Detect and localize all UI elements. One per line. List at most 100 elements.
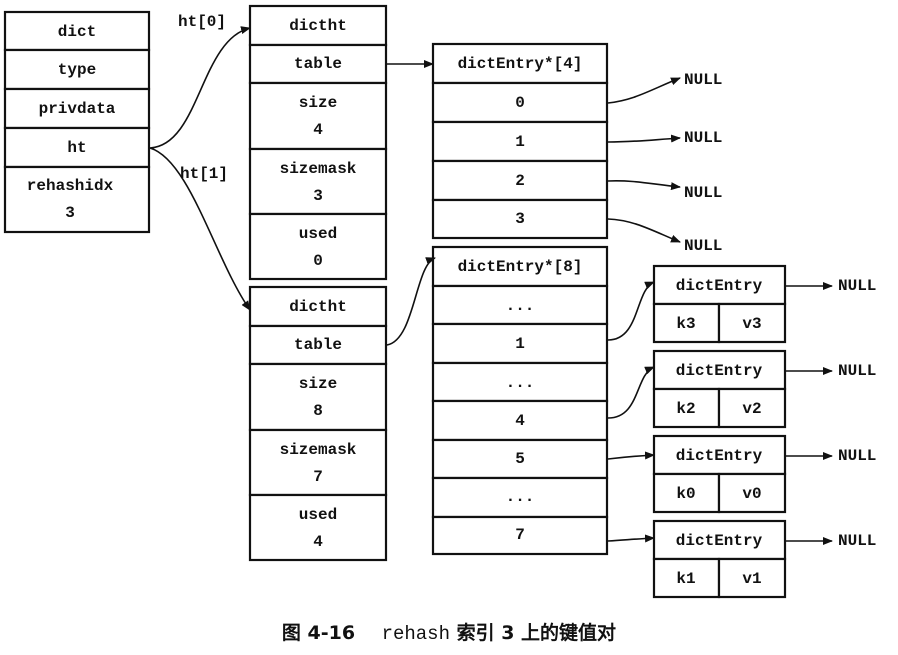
table1-slot-label: 5 [515, 450, 525, 468]
entry-title: dictEntry [676, 277, 763, 295]
table0-slot [431, 81, 609, 124]
table1-slot [431, 476, 609, 519]
slot5-entry-arrow [607, 451, 655, 460]
table1-array: dictEntry*[8] ... 1 ... 4 5 ... 7 [431, 245, 609, 556]
slot2-null-arrow [607, 180, 681, 191]
entry-title-cell [652, 264, 787, 306]
table0-slot [431, 159, 609, 202]
dict-entry-k2: dictEntry k2 v2 NULL [652, 349, 876, 429]
table1-slot [431, 322, 609, 365]
entry-key: k1 [676, 570, 695, 588]
entry-value: v0 [742, 485, 761, 503]
ht1-used-label: used [299, 506, 337, 524]
ht1-sizemask-value: 7 [313, 468, 323, 486]
table0-array: dictEntry*[4] 0 1 2 3 [431, 42, 609, 240]
ht0-sizemask-value: 3 [313, 187, 323, 205]
dict-rehashidx-label: rehashidx [27, 177, 114, 195]
entry-value-cell [717, 387, 787, 429]
ht1-used-cell [248, 493, 388, 562]
dict-rehashidx-value: 3 [65, 204, 75, 222]
table1-slot-label: 7 [515, 526, 525, 544]
table1-slot-label: ... [506, 297, 535, 315]
ht1-title: dictht [289, 298, 347, 316]
ht1-title-cell [248, 285, 388, 328]
pointer-arrows [149, 26, 833, 545]
entry-value: v1 [742, 570, 761, 588]
table1-slot [431, 438, 609, 480]
table1-slot [431, 284, 609, 326]
entry-key: k0 [676, 485, 695, 503]
ht1-used-value: 4 [313, 533, 323, 551]
table1-slot-label: 4 [515, 412, 525, 430]
ht0-dictht: dictht table size 4 sizemask 3 used 0 [248, 4, 388, 281]
slot4-entry-arrow [607, 366, 655, 419]
ht0-pointer-label: ht[0] [178, 13, 226, 31]
null-label: NULL [684, 129, 722, 147]
ht0-used-value: 0 [313, 252, 323, 270]
table1-slot-label: ... [506, 488, 535, 506]
entry-next-null: NULL [838, 447, 876, 465]
ht0-size-value: 4 [313, 121, 323, 139]
slot0-null-arrow [607, 77, 681, 104]
ht0-title-cell [248, 4, 388, 47]
entry-next-null: NULL [838, 532, 876, 550]
dict-rehashidx-cell [3, 165, 151, 234]
ht1-dictht: dictht table size 8 sizemask 7 used 4 [248, 285, 388, 562]
caption-figure-number: 图 4-16 [281, 622, 356, 644]
table0-slot [431, 198, 609, 240]
entry-next-null: NULL [838, 362, 876, 380]
entry-title: dictEntry [676, 447, 763, 465]
dict-type-field: type [58, 61, 96, 79]
ht1-sizemask-cell [248, 428, 388, 497]
entry-value-cell [717, 472, 787, 514]
dict-entry-k1: dictEntry k1 v1 NULL [652, 519, 876, 599]
ht1-table-cell [248, 324, 388, 366]
entry-key-cell [652, 472, 721, 514]
caption-text: 索引 3 上的键值对 [456, 622, 617, 644]
dict-title-cell [3, 10, 151, 52]
table0-slot [431, 120, 609, 163]
dict-ht-field: ht [67, 139, 86, 157]
ht1-arrow [149, 147, 251, 311]
entry-key: k2 [676, 400, 695, 418]
ht1-table-arrow [386, 257, 436, 346]
table0-slot-label: 1 [515, 133, 525, 151]
table0-slot-label: 3 [515, 210, 525, 228]
slot7-entry-arrow [607, 534, 655, 543]
entry-title: dictEntry [676, 532, 763, 550]
null-label: NULL [684, 71, 722, 89]
null-label: NULL [684, 237, 722, 255]
ht0-table-field: table [294, 55, 342, 73]
entry-value: v2 [742, 400, 761, 418]
caption-code: rehash [381, 623, 450, 645]
table1-title: dictEntry*[8] [458, 258, 583, 276]
slot3-null-arrow [607, 218, 681, 243]
table0-slot-label: 2 [515, 172, 525, 190]
null-label: NULL [684, 184, 722, 202]
ht0-used-cell [248, 212, 388, 281]
ht1-table-field: table [294, 336, 342, 354]
table1-slot [431, 361, 609, 403]
dict-struct: dict type privdata ht rehashidx 3 [3, 10, 151, 234]
entry-title: dictEntry [676, 362, 763, 380]
table0-title: dictEntry*[4] [458, 55, 583, 73]
entry-key: k3 [676, 315, 695, 333]
ht0-size-cell [248, 81, 388, 151]
table0-slot-label: 0 [515, 94, 525, 112]
ht1-size-value: 8 [313, 402, 323, 420]
table1-slot [431, 515, 609, 556]
entry-value-cell [717, 557, 787, 599]
ht0-sizemask-label: sizemask [280, 160, 357, 178]
figure-caption: 图 4-16 rehash 索引 3 上的键值对 [0, 618, 898, 645]
entry-next-null: NULL [838, 277, 876, 295]
dict-entry-k3: dictEntry k3 v3 NULL [652, 264, 876, 344]
dict-ht-cell [3, 126, 151, 169]
ht0-size-label: size [299, 94, 337, 112]
dict-title: dict [58, 23, 96, 41]
ht1-pointer-label: ht[1] [180, 165, 228, 183]
entry-value: v3 [742, 315, 761, 333]
ht1-size-label: size [299, 375, 337, 393]
table1-title-cell [431, 245, 609, 288]
dict-privdata-field: privdata [39, 100, 116, 118]
